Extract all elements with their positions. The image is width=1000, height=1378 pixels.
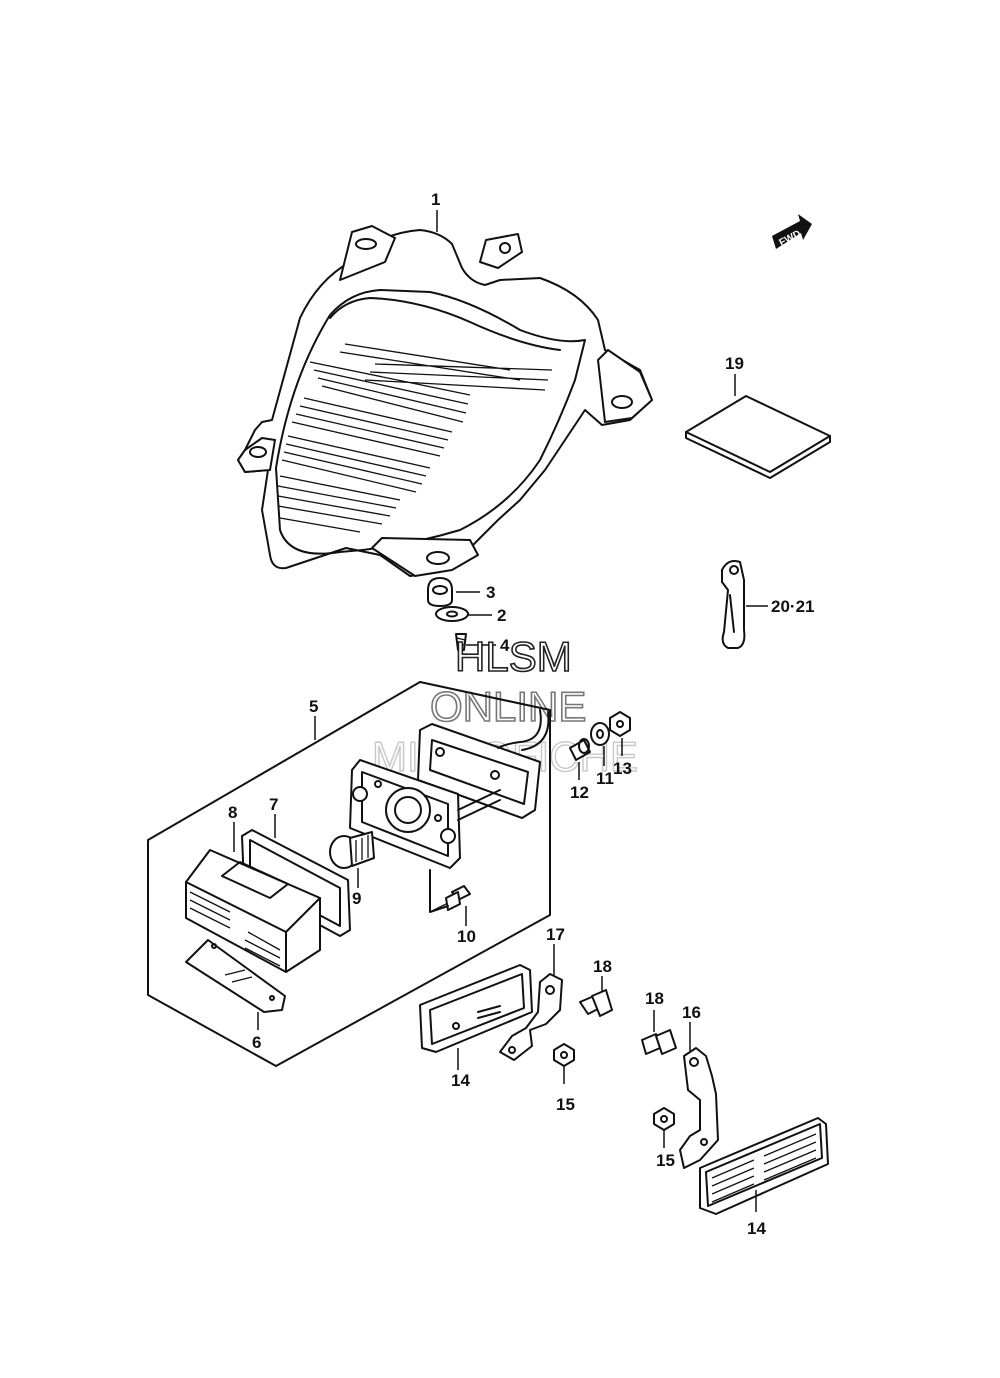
callout-9: 9 — [352, 889, 361, 908]
nut-part-15-left — [553, 1043, 575, 1067]
fwd-arrow-icon: FWD — [772, 214, 812, 249]
callout-12: 12 — [570, 783, 589, 802]
callout-13: 13 — [613, 759, 632, 778]
callout-18a: 18 — [593, 957, 612, 976]
lamp-gasket — [417, 723, 541, 819]
bulb-part-9 — [329, 831, 375, 869]
sheet-part-19 — [685, 395, 831, 479]
license-lamp-assembly-part-5 — [147, 681, 551, 1067]
bolt-part-18-left — [579, 989, 613, 1017]
callout-15b: 15 — [656, 1151, 675, 1170]
nut-part-15-right — [653, 1107, 675, 1131]
lamp-housing — [349, 759, 501, 869]
bracket-part-16 — [679, 1047, 719, 1169]
lamp-cover-part-1 — [237, 225, 653, 577]
bracket-part-17 — [499, 973, 563, 1061]
screw-part-10 — [429, 885, 471, 913]
callout-1: 1 — [431, 190, 440, 209]
callout-14b: 14 — [747, 1219, 766, 1238]
watermark-line-1: HLSM — [455, 633, 572, 680]
callout-6: 6 — [252, 1033, 261, 1052]
callout-11: 11 — [596, 769, 614, 788]
callout-5: 5 — [309, 697, 318, 716]
callout-17: 17 — [546, 925, 565, 944]
callout-2: 2 — [497, 606, 506, 625]
clamp-band-part-20-21 — [721, 560, 746, 649]
callout-8: 8 — [228, 803, 237, 822]
collar-part-12 — [569, 738, 591, 761]
lens-hatching — [277, 343, 553, 533]
callout-14a: 14 — [451, 1071, 470, 1090]
nut-part-13 — [609, 711, 631, 737]
callout-7: 7 — [269, 795, 278, 814]
callout-4: 4 — [500, 636, 510, 655]
callout-20-21: 20·21 — [771, 597, 814, 616]
washer-part-2 — [435, 606, 469, 622]
grommet-part-3 — [427, 577, 453, 607]
callout-19: 19 — [725, 354, 744, 373]
reflector-part-14-right — [699, 1117, 829, 1215]
callout-15a: 15 — [556, 1095, 575, 1114]
callout-18b: 18 — [645, 989, 664, 1008]
reflector-part-14-left — [419, 964, 533, 1053]
callout-10: 10 — [457, 927, 476, 946]
callout-3: 3 — [486, 583, 495, 602]
washer-part-11 — [590, 722, 610, 746]
bolt-part-18-right — [641, 1029, 677, 1055]
plate-part-6 — [185, 939, 286, 1013]
callout-16: 16 — [682, 1003, 701, 1022]
watermark: HLSM ONLINE MICROFICHE — [371, 632, 638, 781]
screw-part-4 — [455, 633, 467, 651]
lens-part-8 — [185, 849, 321, 973]
